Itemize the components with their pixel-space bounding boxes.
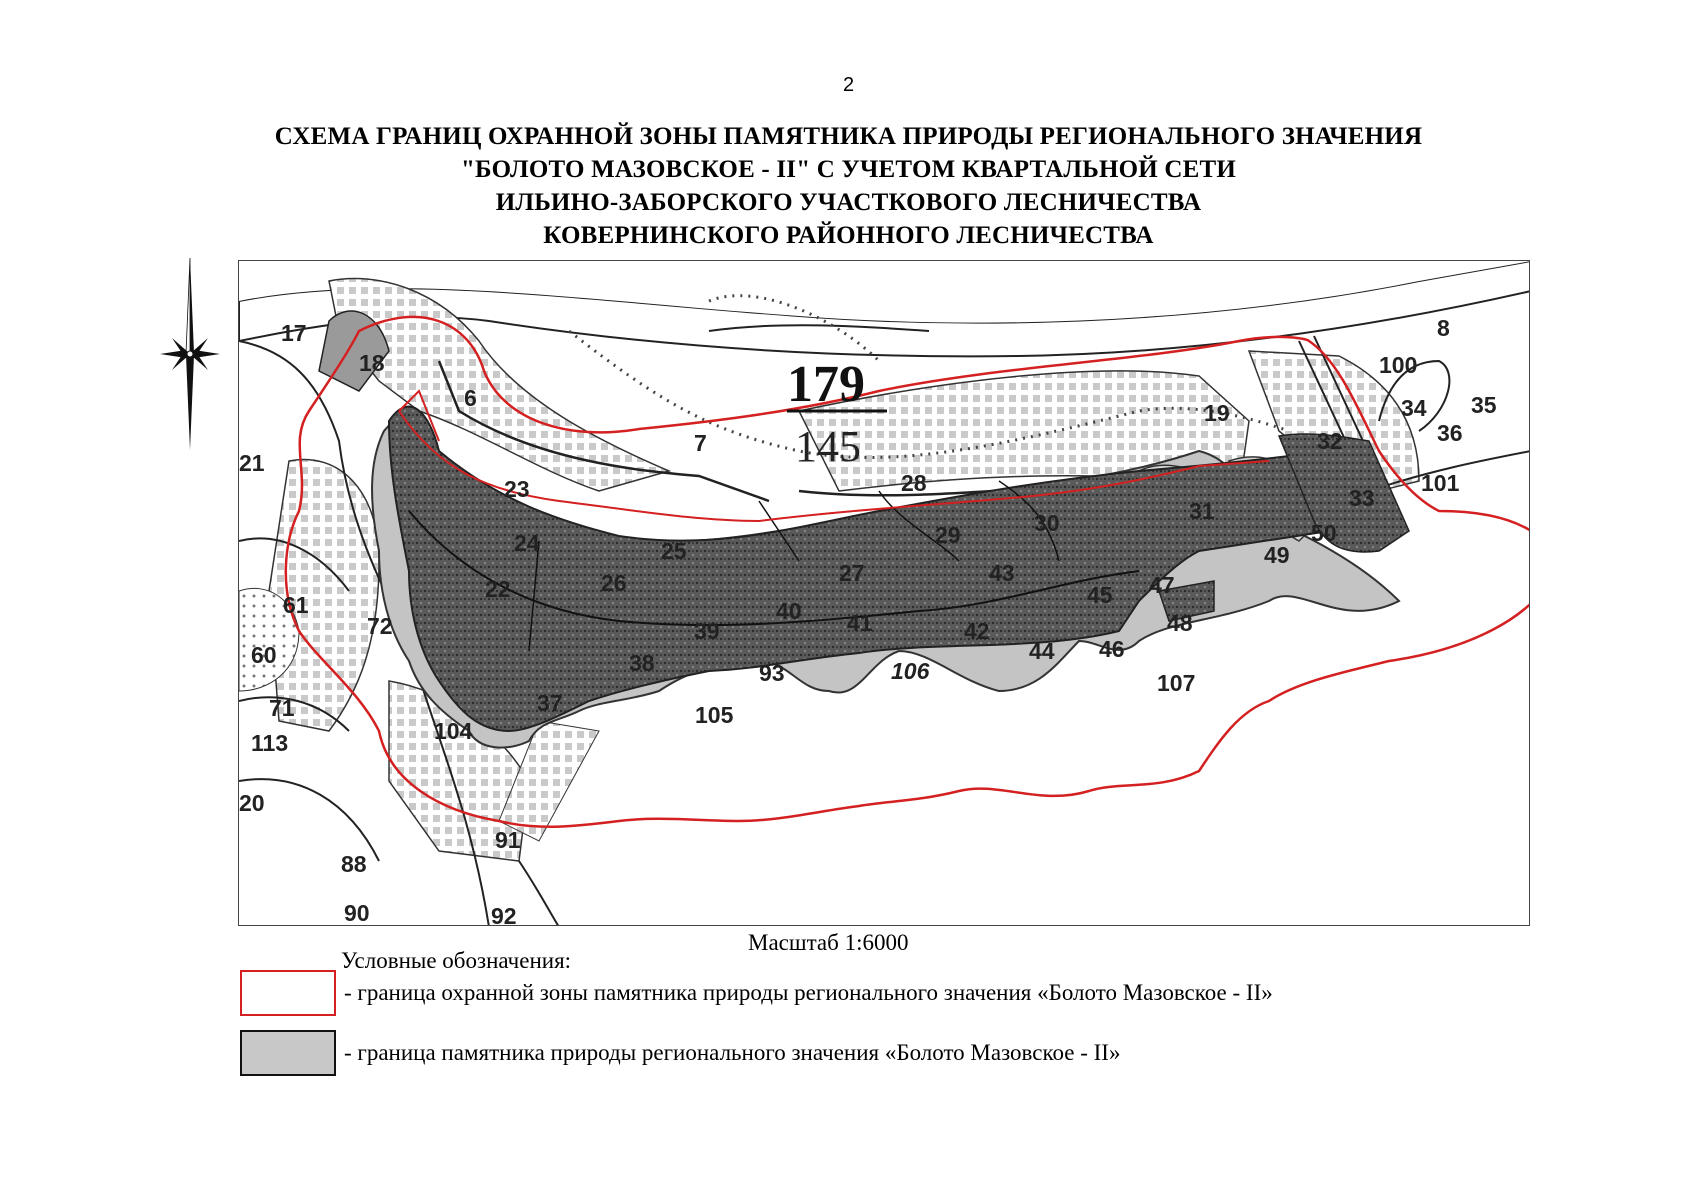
parcel-label: 42 [964, 618, 990, 644]
parcel-label: 23 [504, 476, 530, 502]
parcel-label: 92 [491, 903, 517, 926]
parcel-label: 17 [281, 320, 307, 346]
parcel-label: 106 [891, 658, 930, 684]
parcel-label: 24 [514, 530, 540, 556]
parcel-labels: 17 18 6 7 8 100 19 32 34 35 36 101 33 50… [239, 315, 1497, 926]
parcel-label: 34 [1401, 395, 1427, 421]
parcel-label: 19 [1204, 400, 1230, 426]
parcel-label: 105 [695, 702, 734, 728]
legend-swatch-red-outline [240, 970, 336, 1016]
parcel-label: 49 [1264, 542, 1290, 568]
parcel-label: 37 [537, 690, 563, 716]
quarter-area: 145 [795, 422, 861, 471]
quarter-number: 179 [787, 356, 865, 413]
parcel-label: 50 [1311, 520, 1337, 546]
parcel-label: 39 [694, 618, 720, 644]
parcel-label: 47 [1149, 572, 1175, 598]
parcel-label: 30 [1034, 510, 1060, 536]
parcel-label: 45 [1087, 582, 1113, 608]
title-line-4: КОВЕРНИНСКОГО РАЙОННОГО ЛЕСНИЧЕСТВА [543, 222, 1154, 249]
legend-item-protected-zone: - граница охранной зоны памятника природ… [240, 970, 1273, 1016]
page-number: 2 [842, 74, 855, 96]
page-title: СХЕМА ГРАНИЦ ОХРАННОЙ ЗОНЫ ПАМЯТНИКА ПРИ… [0, 120, 1697, 252]
forest-quarter-map: 179 145 17 18 6 7 8 100 19 32 34 35 36 1… [238, 260, 1530, 926]
parcel-label: 35 [1471, 392, 1497, 418]
parcel-label: 27 [839, 560, 865, 586]
parcel-label: 38 [629, 650, 655, 676]
parcel-label: 72 [367, 613, 393, 639]
legend-swatch-grey-fill [240, 1030, 336, 1076]
parcel-label: 33 [1349, 485, 1375, 511]
parcel-label: 41 [847, 610, 873, 636]
parcel-label: 48 [1167, 610, 1193, 636]
parcel-label: 91 [495, 827, 521, 853]
parcel-label: 28 [901, 470, 927, 496]
parcel-label: 31 [1189, 498, 1215, 524]
parcel-label: 36 [1437, 420, 1463, 446]
parcel-label: 8 [1437, 315, 1450, 341]
north-arrow-icon [160, 257, 220, 450]
parcel-label: 100 [1379, 352, 1417, 378]
parcel-label: 113 [251, 730, 288, 756]
parcel-label: 93 [759, 660, 785, 686]
legend-item-monument: - граница памятника природы региональног… [240, 1030, 1120, 1076]
parcel-label: 20 [239, 790, 265, 816]
parcel-label: 40 [776, 598, 802, 624]
parcel-label: 107 [1157, 670, 1195, 696]
title-line-2: "БОЛОТО МАЗОВСКОЕ - II" С УЧЕТОМ КВАРТАЛ… [460, 156, 1237, 183]
legend-text: - граница памятника природы региональног… [344, 1040, 1121, 1065]
parcel-label: 22 [485, 576, 511, 602]
parcel-label: 104 [434, 718, 473, 744]
parcel-label: 29 [935, 522, 961, 548]
parcel-label: 101 [1421, 470, 1460, 496]
legend-text: - граница охранной зоны памятника природ… [344, 980, 1273, 1005]
parcel-label: 90 [344, 900, 370, 926]
title-line-1: СХЕМА ГРАНИЦ ОХРАННОЙ ЗОНЫ ПАМЯТНИКА ПРИ… [274, 123, 1423, 150]
parcel-label: 71 [269, 695, 295, 721]
parcel-label: 44 [1029, 638, 1055, 664]
parcel-label: 21 [239, 450, 265, 476]
legend-title: Условные обозначения: [341, 948, 572, 973]
parcel-label: 6 [464, 385, 477, 411]
parcel-label: 61 [283, 592, 309, 618]
parcel-label: 7 [694, 430, 707, 456]
parcel-label: 46 [1099, 636, 1125, 662]
parcel-label: 43 [989, 560, 1015, 586]
title-line-3: ИЛЬИНО-ЗАБОРСКОГО УЧАСТКОВОГО ЛЕСНИЧЕСТВ… [495, 189, 1202, 216]
scale-label: Масштаб 1:6000 [748, 930, 909, 955]
parcel-label: 32 [1317, 428, 1343, 454]
parcel-label: 88 [341, 851, 367, 877]
parcel-label: 25 [661, 538, 687, 564]
parcel-label: 18 [359, 350, 385, 376]
parcel-label: 60 [251, 642, 277, 668]
parcel-label: 26 [601, 570, 627, 596]
